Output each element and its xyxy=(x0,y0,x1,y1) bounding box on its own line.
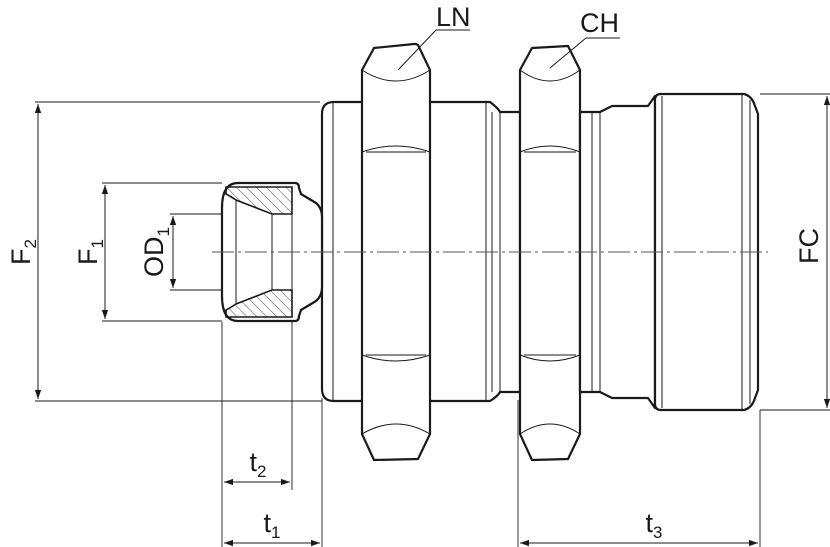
leader-lines xyxy=(397,29,620,71)
svg-text:F1: F1 xyxy=(73,239,107,265)
od1-label: OD1 xyxy=(139,227,173,277)
svg-text:FC: FC xyxy=(794,228,824,264)
svg-text:OD1: OD1 xyxy=(139,227,173,277)
svg-text:F2: F2 xyxy=(6,239,40,265)
dimension-lines xyxy=(34,96,830,547)
t2-label: t2 xyxy=(250,447,267,481)
fc-label: FC xyxy=(794,228,824,264)
extension-lines xyxy=(35,93,830,547)
hex-body xyxy=(518,44,582,462)
t3-label: t3 xyxy=(646,508,663,542)
f2-label: F2 xyxy=(6,239,40,265)
t1-label: t1 xyxy=(264,508,281,542)
f1-label: F1 xyxy=(73,239,107,265)
lock-nut-label: LN xyxy=(436,2,471,32)
hex-label: CH xyxy=(580,8,619,38)
